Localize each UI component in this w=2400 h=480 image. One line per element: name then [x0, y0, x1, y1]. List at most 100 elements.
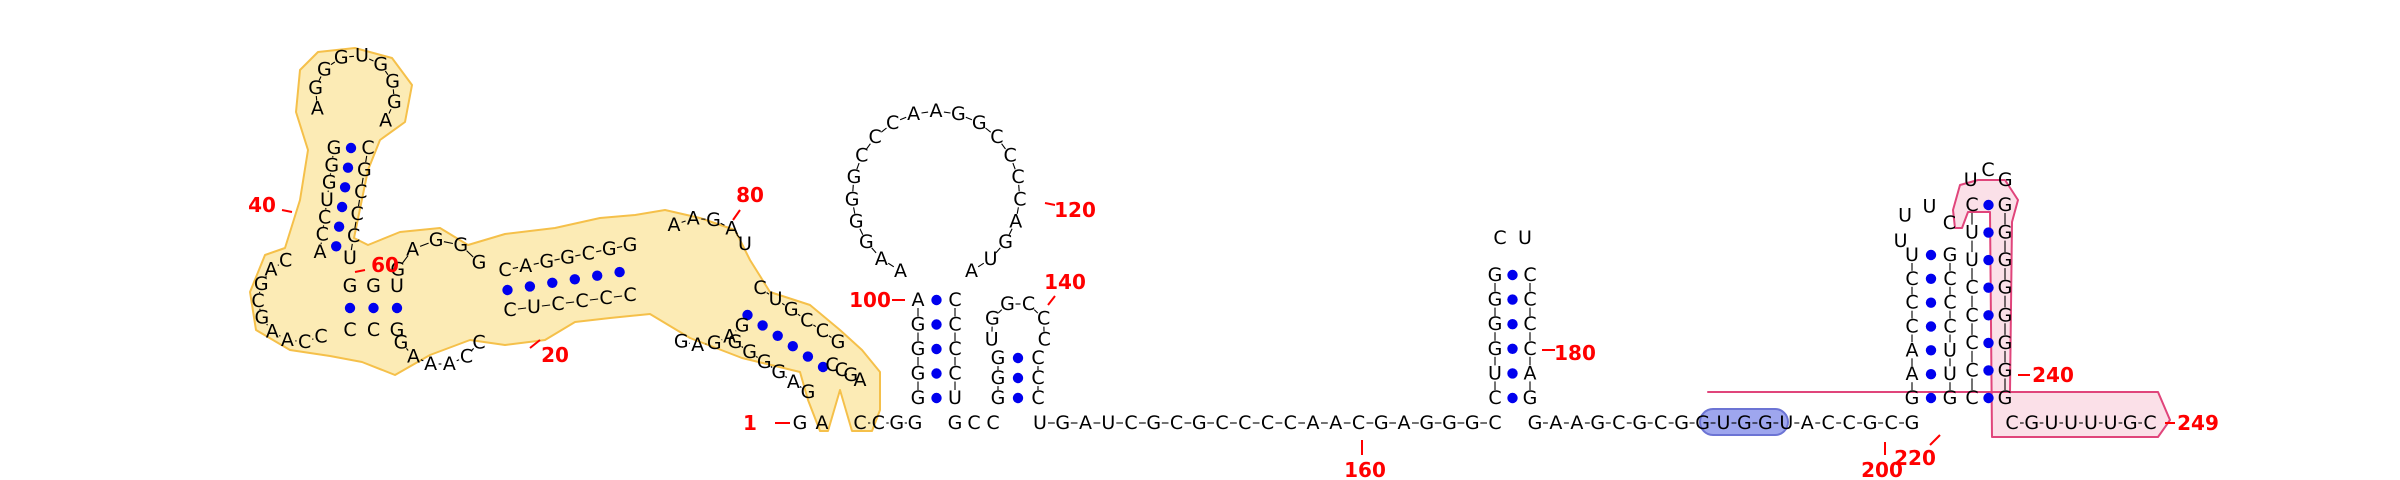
position-label: 240 — [2032, 363, 2074, 387]
nucleotide: G — [1758, 412, 1773, 434]
backbone-link — [512, 266, 519, 269]
backbone-link — [456, 359, 460, 362]
nucleotide: U — [738, 233, 752, 255]
nucleotide: C — [361, 137, 374, 159]
base-pair-dot — [1983, 392, 1994, 404]
nucleotide: C — [1905, 316, 1918, 338]
nucleotide: G — [1000, 293, 1015, 315]
nucleotide: G — [1674, 412, 1689, 434]
nucleotide: U — [1101, 412, 1115, 434]
nucleotide: G — [1998, 249, 2013, 271]
base-pair-dot — [1983, 337, 1994, 349]
nucleotide: C — [1037, 308, 1050, 330]
nucleotide: G — [255, 307, 270, 329]
nucleotide: C — [1215, 412, 1228, 434]
nucleotide: U — [1033, 412, 1047, 434]
nucleotide: C — [1488, 387, 1501, 409]
base-pair-dot — [1012, 392, 1024, 404]
backbone-link — [419, 242, 429, 247]
backbone-link — [350, 243, 353, 251]
backbone-link — [785, 376, 788, 378]
position-tick — [354, 269, 366, 273]
position-label: 100 — [849, 288, 891, 312]
nucleotide: A — [443, 353, 456, 375]
nucleotide: A — [1329, 412, 1342, 434]
base-pair-dot — [333, 221, 345, 232]
position-label: 140 — [1044, 270, 1086, 294]
nucleotide: G — [357, 159, 372, 181]
nucleotide: G — [847, 166, 862, 188]
nucleotide: A — [894, 260, 907, 282]
nucleotide: C — [354, 181, 367, 203]
nucleotide: G — [2123, 412, 2138, 434]
nucleotide: U — [527, 296, 541, 318]
nucleotide: G — [366, 275, 381, 297]
nucleotide: C — [347, 225, 360, 247]
nucleotide: G — [1998, 194, 2013, 216]
base-pair-dot — [1925, 369, 1937, 380]
nucleotide: A — [965, 260, 978, 282]
base-pair-dot — [1983, 310, 1994, 321]
nucleotide: U — [2044, 412, 2058, 434]
backbone-link — [589, 298, 599, 301]
nucleotide: C — [314, 325, 327, 347]
backbone-link — [330, 61, 336, 66]
backbone-link — [880, 127, 887, 133]
nucleotide: U — [985, 329, 999, 351]
nucleotide: G — [254, 273, 269, 295]
nucleotide: G — [1943, 244, 1958, 266]
nucleotide: G — [742, 341, 757, 363]
base-pair-dot — [342, 162, 354, 173]
nucleotide: A — [1009, 211, 1022, 233]
nucleotide: U — [2104, 412, 2118, 434]
nucleotide: C — [551, 293, 564, 315]
position-tick — [1929, 434, 1941, 446]
nucleotide: G — [985, 308, 1000, 330]
backbone-link — [443, 241, 454, 245]
backbone-link — [866, 143, 871, 150]
backbone-link — [466, 250, 474, 258]
nucleotide: C — [853, 412, 866, 434]
nucleotide: C — [1905, 292, 1918, 314]
backbone-link — [995, 247, 1001, 254]
nucleotide: G — [453, 234, 468, 256]
nucleotide: C — [816, 320, 829, 342]
nucleotide: C — [753, 277, 766, 299]
backbone-link — [781, 302, 785, 306]
nucleotide: G — [1863, 412, 1878, 434]
nucleotide: C — [800, 309, 813, 331]
backbone-link — [736, 234, 741, 239]
backbone-link — [828, 335, 832, 338]
nucleotide: G — [1632, 412, 1647, 434]
nucleotide: G — [394, 332, 409, 354]
base-pair-dot — [524, 281, 536, 292]
backbone-link — [277, 264, 280, 266]
nucleotide: C — [1170, 412, 1183, 434]
backbone-link — [368, 58, 374, 62]
backbone-link — [1033, 309, 1039, 314]
nucleotide: U — [1717, 412, 1731, 434]
nucleotide: U — [1894, 230, 1908, 252]
backbone-link — [361, 177, 364, 185]
base-pair-dot — [1983, 282, 1994, 293]
nucleotide: A — [265, 259, 278, 281]
backbone-link — [405, 348, 409, 351]
nucleotide: G — [1943, 387, 1958, 409]
nucleotide: G — [991, 367, 1006, 389]
backbone-link — [365, 155, 368, 163]
nucleotide: G — [1055, 412, 1070, 434]
nucleotide: G — [1146, 412, 1161, 434]
nucleotide: C — [948, 363, 961, 385]
nucleotide: U — [1943, 363, 1957, 385]
nucleotide: G — [429, 229, 444, 251]
nucleotide: G — [387, 91, 402, 113]
position-label: 220 — [1894, 446, 1936, 470]
nucleotide: C — [1488, 412, 1501, 434]
nucleotide: G — [1998, 332, 2013, 354]
nucleotide: C — [1905, 268, 1918, 290]
nucleotide: C — [1981, 159, 1994, 181]
base-pair-dot — [336, 201, 348, 213]
nucleotide: G — [972, 112, 987, 134]
nucleotide: C — [1965, 359, 1978, 381]
